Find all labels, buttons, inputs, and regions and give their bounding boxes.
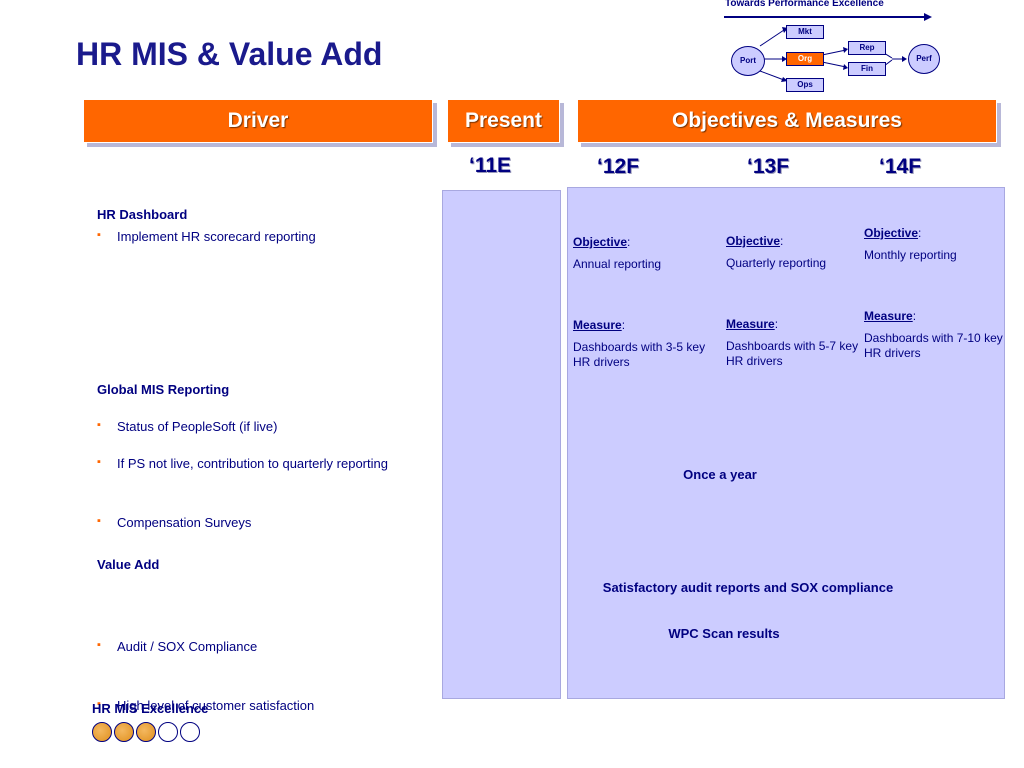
objectives-panel [567, 187, 1005, 699]
diagram-node-org: Org [786, 52, 824, 66]
objective-13f-text: Quarterly reporting [726, 256, 827, 270]
bullet-hr-scorecard: Implement HR scorecard reporting [97, 229, 1024, 244]
rating-circle-filled [136, 722, 156, 742]
colon: : [780, 234, 784, 248]
measure-14f-label: Measure: [864, 309, 916, 323]
colon: : [912, 309, 917, 323]
objective-label: Objective [864, 226, 919, 240]
section-global-mis: Global MIS Reporting [97, 382, 230, 397]
diagram-node-ops: Ops [786, 78, 824, 92]
bullet-quarterly-contribution: If PS not live, contribution to quarterl… [97, 456, 1024, 471]
objective-12f-text: Annual reporting [573, 257, 662, 271]
measure-13f-label: Measure: [726, 317, 778, 331]
objective-12f-label: Objective: [573, 235, 630, 249]
excellence-rating [92, 722, 202, 742]
measure-label: Measure [573, 318, 622, 332]
bullet-audit-sox: Audit / SOX Compliance [97, 639, 1024, 654]
header-objectives: Objectives & Measures [577, 99, 997, 143]
once-a-year-text: Once a year [683, 467, 757, 482]
bullet-compensation-surveys: Compensation Surveys [97, 515, 1024, 530]
footer-label: HR MIS Excellence [92, 701, 209, 716]
diagram-node-rep: Rep [848, 41, 886, 55]
year-12f: ‘12F [597, 155, 640, 178]
objective-label: Objective [726, 234, 781, 248]
diagram-node-port: Port [731, 46, 765, 76]
measure-14f-text: Dashboards with 7-10 key HR drivers [864, 331, 1003, 360]
year-14f: ‘14F [879, 155, 922, 178]
bullet-customer-satisfaction: High level of customer satisfaction [97, 698, 1024, 713]
bullet-peoplesoft-status: Status of PeopleSoft (if live) [97, 419, 1024, 434]
audit-compliance-text: Satisfactory audit reports and SOX compl… [602, 580, 894, 595]
diagram-node-fin: Fin [848, 62, 886, 76]
colon: : [627, 235, 631, 249]
header-driver: Driver [83, 99, 433, 143]
rating-circle-empty [180, 722, 200, 742]
objective-13f-label: Objective: [726, 234, 783, 248]
wpc-scan-text: WPC Scan results [668, 626, 780, 641]
page-title: HR MIS & Value Add [76, 36, 383, 72]
header-present: Present [447, 99, 560, 143]
year-13f: ‘13F [747, 155, 790, 178]
diagram-node-perf: Perf [908, 44, 940, 74]
measure-label: Measure [726, 317, 775, 331]
measure-12f-text: Dashboards with 3-5 key HR drivers [573, 340, 706, 369]
section-value-add: Value Add [97, 557, 160, 572]
section-hr-dashboard: HR Dashboard [97, 207, 188, 222]
colon: : [918, 226, 922, 240]
measure-12f-label: Measure: [573, 318, 625, 332]
measure-label: Measure [864, 309, 913, 323]
rating-circle-filled [114, 722, 134, 742]
measure-13f-text: Dashboards with 5-7 key HR drivers [726, 339, 859, 368]
diagram-node-mkt: Mkt [786, 25, 824, 39]
diagram-heading: Towards Performance Excellence [725, 0, 884, 9]
colon: : [621, 318, 626, 332]
colon: : [774, 317, 779, 331]
objective-label: Objective [573, 235, 628, 249]
objective-14f-label: Objective: [864, 226, 921, 240]
performance-diagram: Towards Performance Excellence Port Mkt … [722, 0, 952, 96]
rating-circle-filled [92, 722, 112, 742]
rating-circle-empty [158, 722, 178, 742]
year-11e: ‘11E [469, 154, 512, 177]
present-panel [442, 190, 561, 699]
objective-14f-text: Monthly reporting [864, 248, 957, 262]
